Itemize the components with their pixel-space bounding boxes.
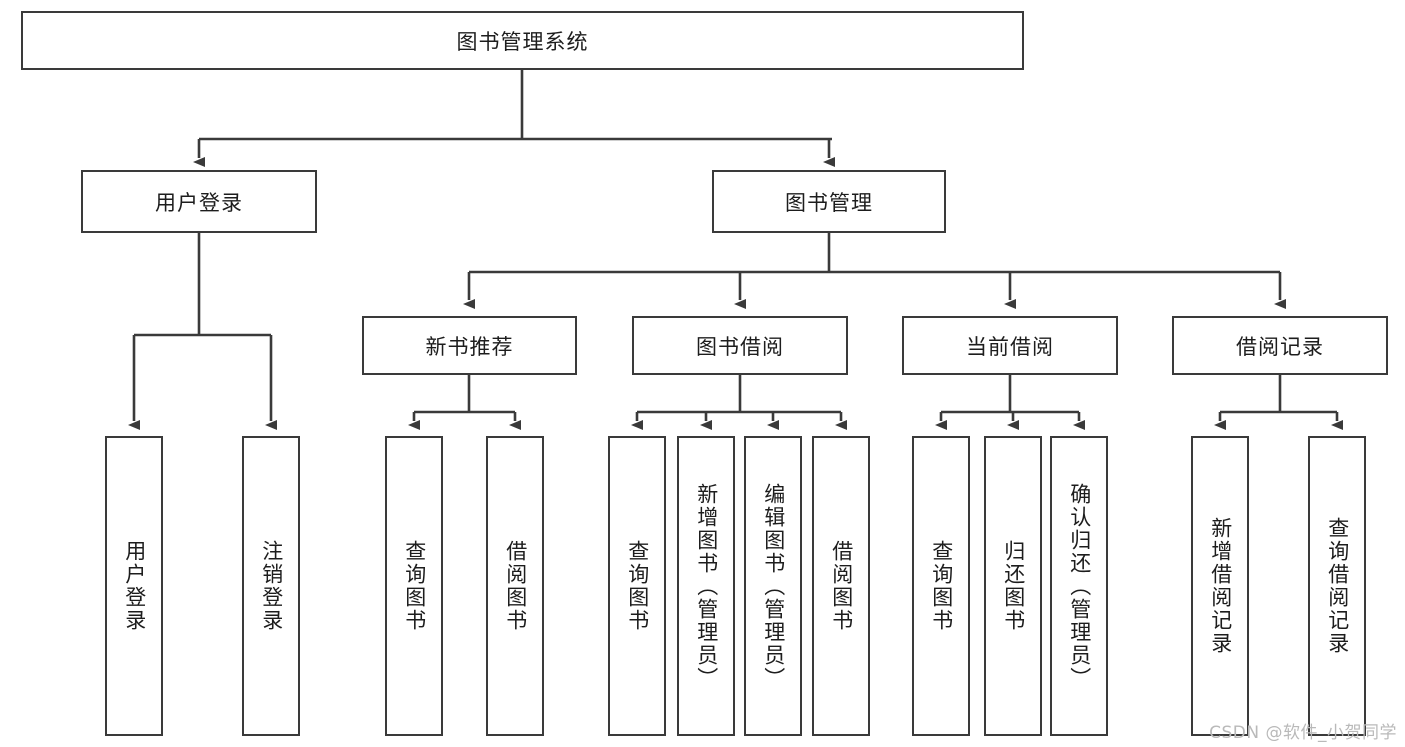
node-label: 当前借阅: [966, 334, 1054, 359]
node-label: 用户登录: [122, 540, 147, 632]
node-label: 查询图书: [402, 540, 427, 632]
node-level2-1[interactable]: 图书管理: [712, 170, 946, 233]
node-leaf-0[interactable]: 用户登录: [105, 436, 163, 736]
node-label: 用户登录: [155, 190, 243, 215]
node-label: 借阅记录: [1236, 334, 1324, 359]
node-label: 图书借阅: [696, 334, 784, 359]
node-label: 查询借阅记录: [1325, 517, 1350, 655]
node-label: 图书管理系统: [456, 29, 589, 54]
node-leaf-11[interactable]: 新增借阅记录: [1191, 436, 1249, 736]
node-leaf-2[interactable]: 查询图书: [385, 436, 443, 736]
node-label: 新增借阅记录: [1208, 517, 1233, 655]
node-level3-2[interactable]: 当前借阅: [902, 316, 1118, 375]
node-leaf-3[interactable]: 借阅图书: [486, 436, 544, 736]
node-level3-3[interactable]: 借阅记录: [1172, 316, 1388, 375]
node-label: 确认归还（管理员）: [1067, 482, 1092, 690]
node-leaf-8[interactable]: 查询图书: [912, 436, 970, 736]
node-label: 新增图书（管理员）: [694, 482, 719, 690]
node-label: 图书管理: [785, 190, 873, 215]
node-level3-1[interactable]: 图书借阅: [632, 316, 848, 375]
node-leaf-9[interactable]: 归还图书: [984, 436, 1042, 736]
node-label: 新书推荐: [425, 334, 514, 359]
node-label: 借阅图书: [503, 540, 528, 632]
node-label: 编辑图书（管理员）: [761, 482, 786, 690]
node-leaf-10[interactable]: 确认归还（管理员）: [1050, 436, 1108, 736]
node-leaf-1[interactable]: 注销登录: [242, 436, 300, 736]
node-level2-0[interactable]: 用户登录: [81, 170, 317, 233]
node-label: 查询图书: [625, 540, 650, 632]
node-leaf-7[interactable]: 借阅图书: [812, 436, 870, 736]
node-label: 注销登录: [259, 540, 284, 632]
node-root-图书管理系统[interactable]: 图书管理系统: [21, 11, 1024, 70]
node-leaf-6[interactable]: 编辑图书（管理员）: [744, 436, 802, 736]
node-leaf-5[interactable]: 新增图书（管理员）: [677, 436, 735, 736]
node-label: 借阅图书: [829, 540, 854, 632]
node-level3-0[interactable]: 新书推荐: [362, 316, 577, 375]
node-leaf-12[interactable]: 查询借阅记录: [1308, 436, 1366, 736]
node-label: 查询图书: [929, 540, 954, 632]
node-leaf-4[interactable]: 查询图书: [608, 436, 666, 736]
node-label: 归还图书: [1001, 540, 1026, 632]
